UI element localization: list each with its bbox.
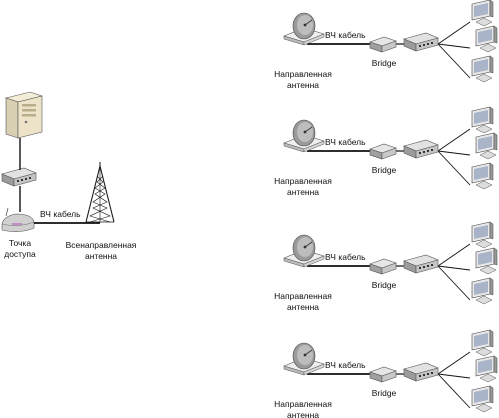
omni-antenna-label-2: антенна — [85, 251, 117, 261]
workstation-icon — [475, 355, 498, 383]
pc-link — [437, 150, 471, 156]
pc-link — [437, 265, 471, 271]
pc-link — [437, 128, 471, 152]
workstation-icon — [471, 55, 494, 83]
omni-antenna-label-1: Всенаправленная — [66, 240, 137, 250]
pc-link — [437, 265, 471, 301]
directional-antenna-icon — [283, 342, 325, 376]
access-point-label-1: Точка — [9, 238, 31, 248]
pc-link — [437, 373, 471, 379]
bridge-icon — [369, 366, 397, 383]
cable-label: ВЧ кабель — [325, 137, 366, 147]
antenna-label-2: антенна — [287, 187, 319, 197]
workstation-icon — [475, 247, 498, 275]
switch-icon — [403, 32, 439, 52]
antenna-label-2: антенна — [287, 410, 319, 418]
omni-antenna-tower-icon — [85, 161, 115, 223]
workstation-icon — [471, 0, 494, 27]
antenna-label-1: Направленная — [274, 176, 332, 186]
antenna-label-1: Направленная — [274, 291, 332, 301]
switch-icon — [403, 362, 439, 382]
workstation-icon — [475, 25, 498, 53]
pc-link — [437, 351, 471, 375]
workstation-icon — [471, 221, 494, 249]
pc-link — [437, 43, 471, 79]
directional-antenna-icon — [283, 12, 325, 46]
antenna-label-2: антенна — [287, 302, 319, 312]
bridge-label: Bridge — [372, 280, 397, 290]
left-site: ВЧ кабель Точка доступа Всенаправленная … — [1, 91, 137, 261]
bridge-icon — [369, 258, 397, 275]
access-point-label-2: доступа — [4, 249, 36, 259]
workstation-icon — [471, 277, 494, 305]
pc-link — [437, 373, 471, 409]
pc-link — [437, 21, 471, 45]
workstation-icon — [471, 329, 494, 357]
bridge-label: Bridge — [372, 165, 397, 175]
bridge-icon — [369, 143, 397, 160]
workstation-icon — [475, 132, 498, 160]
antenna-label-2: антенна — [287, 80, 319, 90]
server-icon — [5, 91, 43, 139]
cable-label: ВЧ кабель — [325, 30, 366, 40]
cable-label: ВЧ кабель — [325, 360, 366, 370]
workstation-icon — [471, 162, 494, 190]
directional-antenna-icon — [283, 234, 325, 268]
workstation-icon — [471, 106, 494, 134]
access-point-icon — [1, 207, 35, 233]
pc-link — [437, 150, 471, 186]
bridge-icon — [369, 36, 397, 53]
antenna-label-1: Направленная — [274, 69, 332, 79]
left-cable-label: ВЧ кабель — [40, 209, 81, 219]
switch-icon — [1, 167, 37, 187]
cable-label: ВЧ кабель — [325, 252, 366, 262]
switch-icon — [403, 139, 439, 159]
workstation-icon — [471, 385, 494, 413]
pc-link — [437, 43, 471, 49]
switch-icon — [403, 254, 439, 274]
bridge-label: Bridge — [372, 388, 397, 398]
directional-antenna-icon — [283, 119, 325, 153]
antenna-label-1: Направленная — [274, 399, 332, 409]
pc-link — [437, 243, 471, 267]
bridge-label: Bridge — [372, 58, 397, 68]
